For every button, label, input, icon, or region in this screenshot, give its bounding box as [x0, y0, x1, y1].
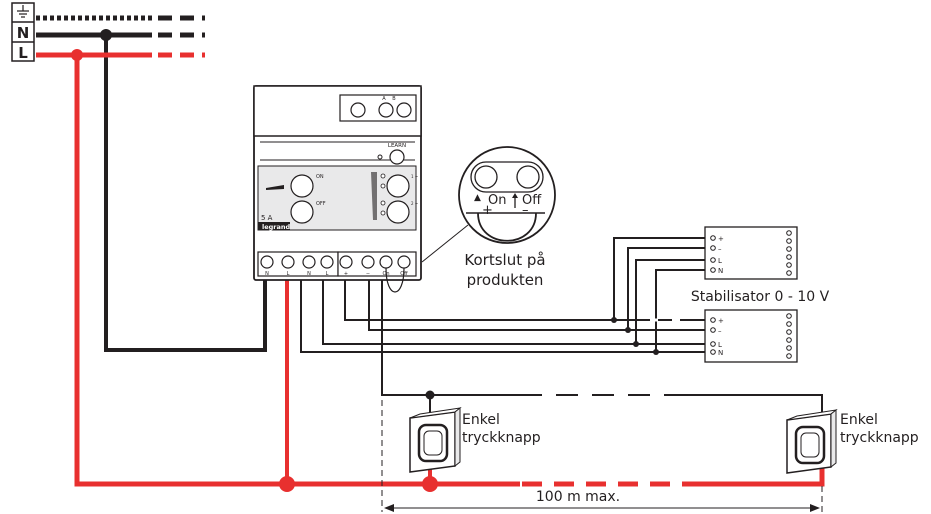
distance-label: 100 m max. — [536, 489, 620, 505]
short-circuit-label-2: produkten — [467, 271, 544, 289]
terminal-l1: L — [287, 271, 290, 277]
learn-label: LEARN — [388, 143, 406, 149]
zoom-off-label: Off — [522, 193, 542, 208]
off-label-a: OFF — [316, 201, 326, 207]
zoom-plus: + — [482, 203, 493, 218]
off-button-b[interactable] — [386, 200, 410, 224]
svg-text:▲: ▲ — [474, 193, 481, 203]
terminal-l2: L — [326, 271, 329, 277]
on-button-a[interactable] — [290, 174, 314, 198]
stab1-pin-n: N — [718, 267, 723, 275]
channel-b-label: B — [392, 96, 396, 102]
terminal-n1: N — [265, 271, 269, 277]
stab2-pin-l: L — [718, 341, 722, 349]
on-button-b[interactable] — [386, 174, 410, 198]
rating-label: 5 A — [261, 214, 273, 222]
on-label-a: ON — [316, 174, 324, 180]
pushbutton-left-label-1: Enkel — [462, 412, 500, 428]
pushbutton-right-label-2: tryckknapp — [840, 430, 919, 446]
dimmer-module: A B LEARN ON OFF 1 ~ 2 ~ 5 A legrand — [253, 85, 422, 293]
pushbutton-right — [786, 408, 838, 474]
pushbutton-right-label-1: Enkel — [840, 412, 878, 428]
neutral-label: N — [17, 24, 30, 42]
distance-dimension: 100 m max. — [381, 400, 823, 512]
zoom-detail: On Off ▲ + – — [421, 146, 556, 263]
supply-terminal-block: N L — [11, 2, 35, 62]
earth-icon — [17, 5, 29, 18]
brand-label: legrand — [262, 223, 291, 231]
stabilizer-label: Stabilisator 0 - 10 V — [691, 289, 830, 305]
zoom-on-button — [474, 165, 498, 189]
terminal-minus: − — [366, 271, 370, 277]
stabilizer-2: + – L N — [704, 309, 798, 363]
off-button-a[interactable] — [290, 200, 314, 224]
channel-a-label: A — [382, 96, 386, 102]
pushbutton-left-label-2: tryckknapp — [462, 430, 541, 446]
zoom-on-label: On — [488, 193, 506, 208]
stab2-pin-minus: – — [718, 327, 722, 335]
stabilizer-1: + – L N — [704, 226, 798, 280]
terminal-plus: + — [344, 271, 348, 277]
learn-button[interactable] — [389, 149, 405, 165]
line-label: L — [18, 44, 28, 62]
zoom-off-button — [516, 165, 540, 189]
stab2-pin-n: N — [718, 349, 723, 357]
stab1-pin-plus: + — [718, 235, 724, 243]
zoom-minus: – — [522, 203, 529, 218]
channel-2-label: 2 ~ — [411, 201, 418, 206]
stab1-pin-l: L — [718, 257, 722, 265]
short-circuit-label-1: Kortslut på — [464, 251, 545, 269]
stab2-pin-plus: + — [718, 317, 724, 325]
terminal-n2: N — [307, 271, 311, 277]
pushbutton-left — [409, 406, 462, 473]
stab1-pin-minus: – — [718, 245, 722, 253]
channel-1-label: 1 ~ — [411, 174, 418, 179]
